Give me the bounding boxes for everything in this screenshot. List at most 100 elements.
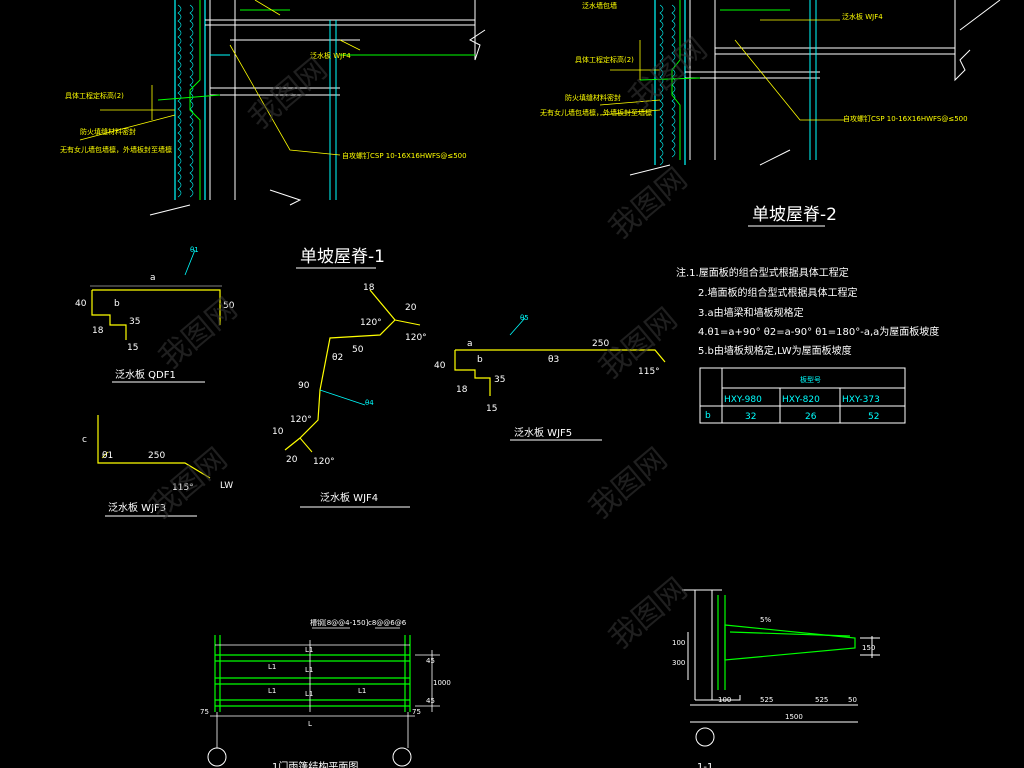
section-dim-overall: 1500 xyxy=(785,713,803,721)
title-ridge-2: 单坡屋脊-2 xyxy=(752,205,837,225)
qdf1-name: 泛水板 QDF1 xyxy=(115,368,176,381)
plan-dim-l: L xyxy=(308,720,312,728)
qdf1-dim-35: 35 xyxy=(129,317,140,327)
wjf4-dim-18: 18 xyxy=(363,283,375,293)
watermark-2: 我图网 xyxy=(623,31,714,116)
table-value-3: 52 xyxy=(868,412,879,422)
plan-beam-1: L1 xyxy=(305,646,313,654)
wjf5-dim-115: 115° xyxy=(638,367,660,377)
plan-dim-side-2: 1000 xyxy=(433,679,451,687)
callout-wall-right: 无有女儿墙包墙檩，外墙板封至墙檩 xyxy=(540,108,652,117)
plan-dim-75-right: 75 xyxy=(412,708,421,716)
table-col-2: HXY-820 xyxy=(782,395,820,405)
wjf5-dim-35: 35 xyxy=(494,375,505,385)
wjf5-name: 泛水板 WJF5 xyxy=(514,426,572,439)
plan-caption: 1门雨篷结构平面图 xyxy=(272,760,358,768)
wjf4-dim-50: 50 xyxy=(352,345,364,355)
qdf1-dim-15: 15 xyxy=(127,343,138,353)
qdf1-dim-40: 40 xyxy=(75,299,87,309)
plan-beam-2: L1 xyxy=(268,663,276,671)
watermark-layer: 我图网 我图网 我图网 我图网 我图网 我图网 我图网 我图网 xyxy=(143,31,714,656)
title-ridge-1: 单坡屋脊-1 xyxy=(300,247,385,267)
table-col-3: HXY-373 xyxy=(842,395,880,405)
flashing-wjf5: a b 40 18 35 15 θ3 250 115° θ5 泛水板 WJF5 xyxy=(434,314,666,441)
table-value-1: 32 xyxy=(745,412,756,422)
callout-wall-left: 无有女儿墙包墙檩，外墙板封至墙檩 xyxy=(60,145,172,154)
wjf5-dim-18: 18 xyxy=(456,385,468,395)
wjf4-dim-10: 10 xyxy=(272,427,284,437)
wjf5-dim-a: a xyxy=(467,339,473,349)
wjf4-dim-120c: 120° xyxy=(290,415,312,425)
wjf5-dim-40: 40 xyxy=(434,361,446,371)
note-2: 2.墙面板的组合型式根据具体工程定 xyxy=(698,286,858,299)
plan-label-rebar: c8@@6@6 xyxy=(368,619,407,627)
section-dim-100: 100 xyxy=(672,639,685,647)
watermark-7: 我图网 xyxy=(583,441,674,526)
flashing-wjf4: 18 20 120° 120° θ2 50 90 120° 10 20 120°… xyxy=(272,283,427,508)
ridge-detail-2: 泛水墙包墙 泛水板 WJF4 具体工程定标高(2) 防火填缝材料密封 无有女儿墙… xyxy=(540,0,1001,176)
wjf3-dim-115: 115° xyxy=(172,483,194,493)
wjf4-name: 泛水板 WJF4 xyxy=(320,491,378,504)
qdf1-dim-a: a xyxy=(150,273,156,283)
section-dim-150: 150 xyxy=(862,644,875,652)
watermark-3: 我图网 xyxy=(603,161,694,246)
qdf1-dim-b: b xyxy=(114,299,120,309)
callout-flash-right: 泛水墙包墙 xyxy=(582,1,617,10)
wjf4-dim-90: 90 xyxy=(298,381,310,391)
plan-beam-3: L1 xyxy=(305,666,313,674)
note-1: 注.1.屋面板的组合型式根据具体工程定 xyxy=(676,266,849,279)
note-5: 5.b由墙板规格定,LW为屋面板坡度 xyxy=(698,344,852,357)
callout-screw-right: 自攻螺钉CSP 10-16X16HWFS@≤500 xyxy=(843,114,968,123)
plan-beam-4: L1 xyxy=(268,687,276,695)
wjf3-dim-lw: LW xyxy=(220,481,233,491)
qdf1-dim-18: 18 xyxy=(92,326,104,336)
qdf1-dim-50: 50 xyxy=(223,301,235,311)
wjf3-dim-250: 250 xyxy=(148,451,165,461)
plan-dim-side-3: 45 xyxy=(426,697,435,705)
callout-seal-right: 防火填缝材料密封 xyxy=(565,93,621,102)
wjf5-dim-15: 15 xyxy=(486,404,497,414)
section-dim-bottom-2: 525 xyxy=(760,696,773,704)
table-col-1: HXY-980 xyxy=(724,395,762,405)
wjf3-dim-theta1: θ1 xyxy=(102,451,113,461)
plan-dim-side-1: 45 xyxy=(426,657,435,665)
ridge-detail-1: 泛水板 WJF4 自攻螺钉CSP 10-16X16HWFS@≤500 具体工程定… xyxy=(60,0,486,216)
plan-beam-5: L1 xyxy=(305,690,313,698)
wjf4-dim-120d: 120° xyxy=(313,457,335,467)
flashing-qdf1: a 40 50 b 35 18 15 θ1 泛水板 QDF1 xyxy=(75,246,235,383)
canopy-plan: 槽钢[8@@4-150] c8@@6@6 L1 L1 L1 L1 L1 L1 L… xyxy=(200,618,451,768)
qdf1-marker: θ1 xyxy=(190,246,199,254)
section-dim-bottom-4: 50 xyxy=(848,696,857,704)
callout-screw-left: 自攻螺钉CSP 10-16X16HWFS@≤500 xyxy=(342,151,467,160)
plan-beam-6: L1 xyxy=(358,687,366,695)
callout-wjf4-right: 泛水板 WJF4 xyxy=(842,12,883,21)
table-row-label: b xyxy=(705,411,711,421)
note-4: 4.θ1=a+90° θ2=a-90° θ1=180°-a,a为屋面板坡度 xyxy=(698,325,939,338)
wjf5-marker: θ5 xyxy=(520,314,529,322)
notes-block: 注.1.屋面板的组合型式根据具体工程定 2.墙面板的组合型式根据具体工程定 3.… xyxy=(676,266,939,357)
wjf3-name: 泛水板 WJF3 xyxy=(108,501,166,514)
wjf4-dim-120b: 120° xyxy=(405,333,427,343)
section-dim-bottom-1: 100 xyxy=(718,696,731,704)
table-value-2: 26 xyxy=(805,412,817,422)
section-caption: 1-1 xyxy=(697,762,713,768)
note-3: 3.a由墙梁和墙板规格定 xyxy=(698,306,804,319)
callout-wjf4-left: 泛水板 WJF4 xyxy=(310,51,351,60)
wjf4-dim-120a: 120° xyxy=(360,318,382,328)
plan-label-channel: 槽钢[8@@4-150] xyxy=(310,618,369,627)
callout-elevation-left: 具体工程定标高(2) xyxy=(65,91,124,100)
section-dim-300: 300 xyxy=(672,659,685,667)
panel-table: 板型号 HXY-980 HXY-820 HXY-373 b 32 26 52 xyxy=(699,367,906,424)
wjf3-dim-c: c xyxy=(82,435,87,445)
flashing-wjf3: c θ1 250 115° LW 泛水板 WJF3 xyxy=(82,415,233,517)
wjf4-marker: θ4 xyxy=(365,399,374,407)
wjf5-dim-b: b xyxy=(477,355,483,365)
wjf4-dim-theta2: θ2 xyxy=(332,353,343,363)
watermark-4: 我图网 xyxy=(153,291,244,376)
wjf4-dim-20b: 20 xyxy=(286,455,298,465)
callout-elevation-right: 具体工程定标高(2) xyxy=(575,55,634,64)
section-slope: 5% xyxy=(760,616,771,624)
callout-seal-left: 防火填缝材料密封 xyxy=(80,127,136,136)
watermark-1: 我图网 xyxy=(243,51,334,136)
